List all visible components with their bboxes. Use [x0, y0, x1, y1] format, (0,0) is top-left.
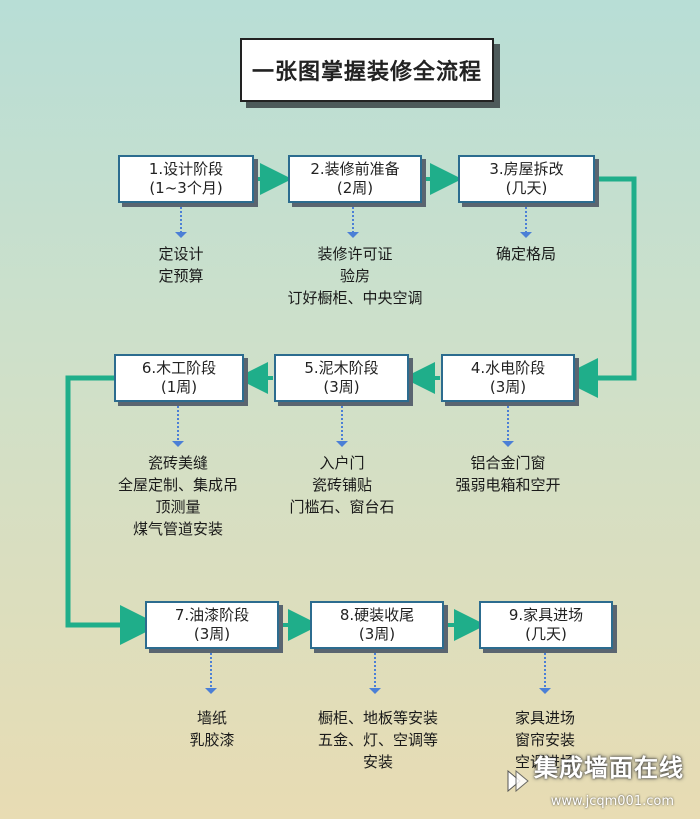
note-line: 煤气管道安装: [132, 520, 224, 538]
stage-8-notes: 橱柜、地板等安装 五金、灯、空调等 安装: [318, 707, 438, 773]
note-line: 安装: [362, 753, 394, 771]
note-line: 五金、灯、空调等: [317, 731, 439, 749]
stage-6-duration: (1周): [160, 378, 198, 396]
note-line: 入户门: [319, 454, 365, 472]
watermark-brand: 集成墙面在线: [534, 754, 684, 782]
stage-6-name: 6.木工阶段: [141, 359, 217, 377]
stage-9-notes: 家具进场 窗帘安装 空调进场: [515, 707, 575, 773]
stage-4-notes: 铝合金门窗 强弱电箱和空开: [455, 452, 560, 496]
stage-8-box: 8.硬装收尾 (3周): [310, 601, 444, 649]
stage-1-duration: (1~3个月): [149, 179, 223, 197]
stage-5-duration: (3周): [323, 378, 360, 396]
stage-3-duration: (几天): [505, 179, 548, 197]
note-line: 顶测量: [155, 498, 201, 516]
stage-5-name: 5.泥木阶段: [304, 359, 379, 377]
stage-7-duration: (3周): [193, 625, 231, 643]
stage-9-name: 9.家具进场: [508, 606, 584, 624]
arrow-3-4: [558, 176, 637, 398]
stage-3-notes: 确定格局: [496, 243, 556, 265]
stage-4-duration: (3周): [489, 378, 527, 396]
stage-4-box: 4.水电阶段 (3周): [441, 354, 575, 402]
note-line: 定设计: [158, 245, 204, 263]
stage-2-notes: 装修许可证 验房 订好橱柜、中央空调: [287, 243, 422, 309]
note-line: 瓷砖美缝: [147, 454, 209, 472]
stage-5-box: 5.泥木阶段 (3周): [274, 354, 409, 402]
stage-2-duration: (2周): [336, 179, 374, 197]
stage-1-notes: 定设计 定预算: [158, 243, 203, 287]
stage-5-notes: 入户门 瓷砖铺贴 门槛石、窗台石: [289, 452, 394, 518]
stage-6-box: 6.木工阶段 (1周): [114, 354, 244, 402]
stage-7-name: 7.油漆阶段: [174, 606, 250, 624]
stage-7-box: 7.油漆阶段 (3周): [145, 601, 279, 649]
note-line: 橱柜、地板等安装: [317, 709, 439, 727]
page-title: 一张图掌握装修全流程: [240, 38, 494, 102]
note-line: 乳胶漆: [189, 731, 235, 749]
watermark-logo-icon: [507, 769, 529, 793]
stage-9-box: 9.家具进场 (几天): [479, 601, 613, 649]
stage-1-name: 1.设计阶段: [148, 160, 224, 178]
note-line: 确定格局: [495, 245, 557, 263]
stage-6-notes: 瓷砖美缝 全屋定制、集成吊 顶测量 煤气管道安装: [118, 452, 238, 540]
stage-2-name: 2.装修前准备: [310, 160, 400, 178]
watermark-url: www.jcqm001.com: [550, 794, 674, 809]
note-line: 墙纸: [196, 709, 228, 727]
stage-8-duration: (3周): [358, 625, 396, 643]
stage-7-notes: 墙纸 乳胶漆: [189, 707, 234, 751]
note-line: 订好橱柜、中央空调: [287, 289, 423, 307]
stage-4-name: 4.水电阶段: [470, 359, 546, 377]
note-line: 验房: [339, 267, 371, 285]
stage-3-box: 3.房屋拆改 (几天): [458, 155, 595, 203]
note-line: 窗帘安装: [514, 731, 576, 749]
note-line: 强弱电箱和空开: [455, 476, 561, 494]
stage-9-duration: (几天): [525, 625, 567, 643]
note-line: 门槛石、窗台石: [289, 498, 395, 516]
note-line: 家具进场: [514, 709, 576, 727]
stage-2-box: 2.装修前准备 (2周): [288, 155, 422, 203]
stage-3-name: 3.房屋拆改: [489, 160, 564, 178]
note-line: 装修许可证: [317, 245, 393, 263]
stage-8-name: 8.硬装收尾: [339, 606, 415, 624]
note-line: 瓷砖铺贴: [311, 476, 373, 494]
note-line: 定预算: [158, 267, 204, 285]
stage-1-box: 1.设计阶段 (1~3个月): [118, 155, 254, 203]
note-line: 铝合金门窗: [470, 454, 546, 472]
note-line: 空调进场: [514, 753, 576, 771]
note-line: 全屋定制、集成吊: [117, 476, 239, 494]
